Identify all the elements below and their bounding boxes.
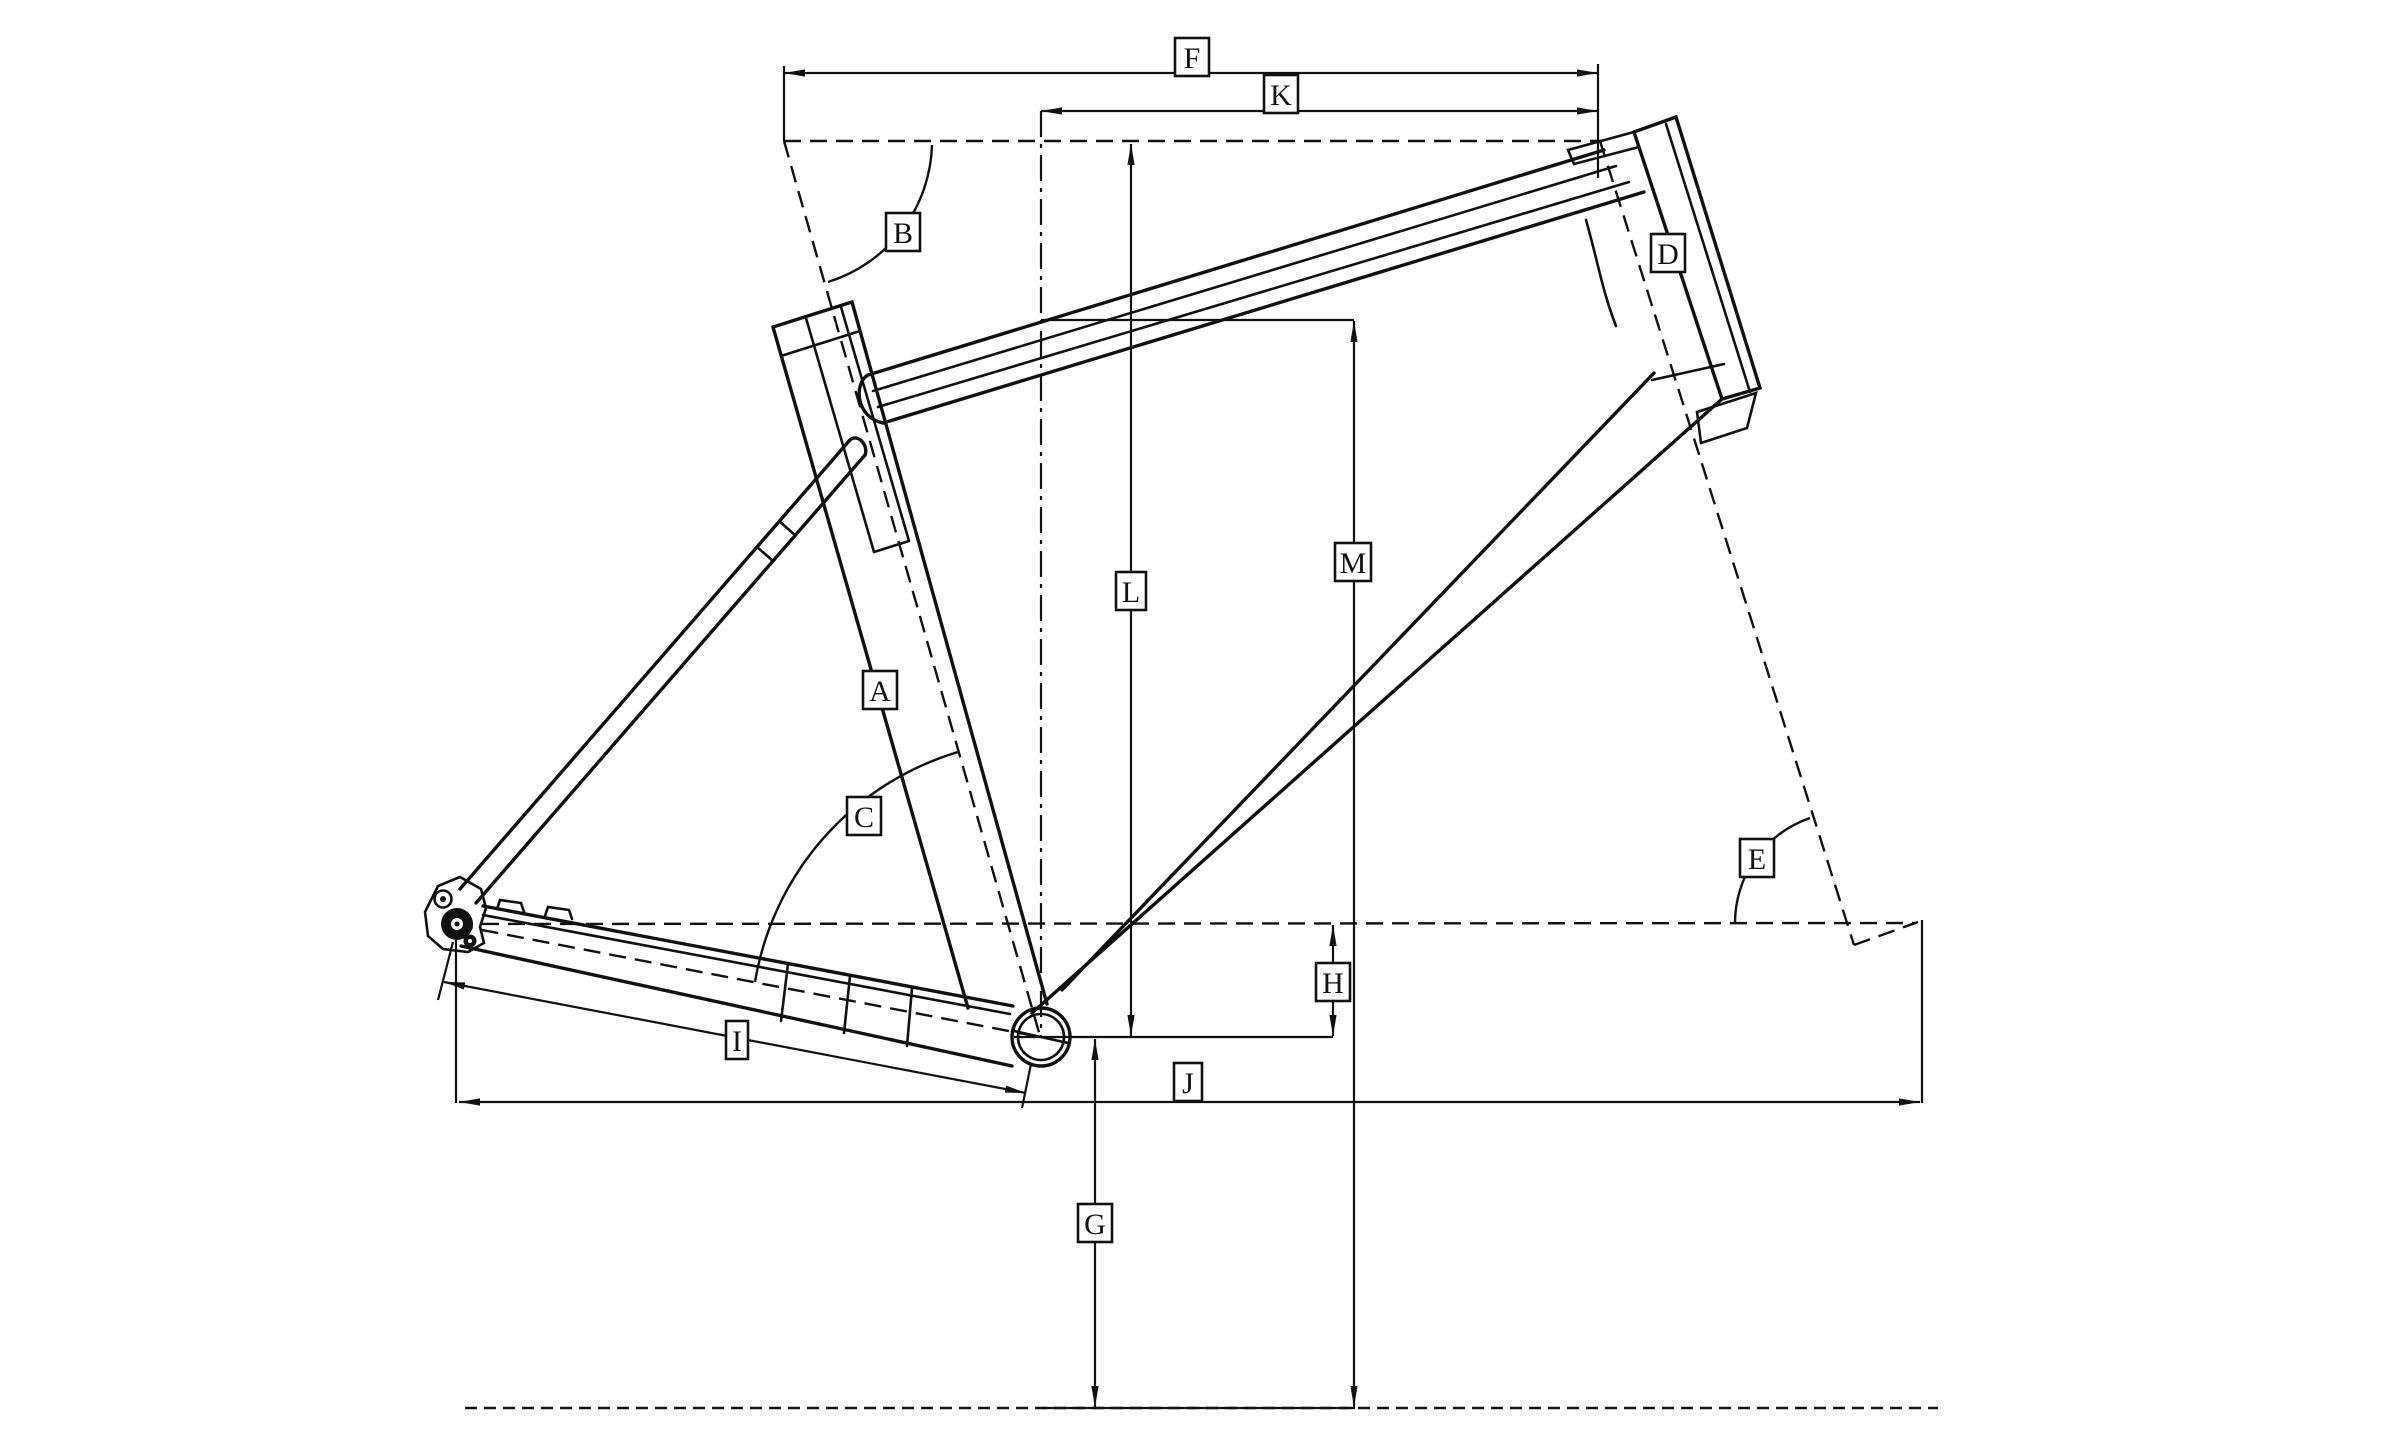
steering-axis-line bbox=[1598, 140, 1856, 946]
label-L-text: L bbox=[1122, 576, 1140, 609]
brake-mount-icon bbox=[433, 889, 453, 909]
bb-crosshair bbox=[1012, 1029, 1070, 1045]
top-tube-inner-line-2 bbox=[876, 180, 1631, 409]
label-A: A bbox=[861, 669, 899, 711]
chainstay-inner-line bbox=[481, 913, 1012, 1016]
chainstay bbox=[459, 898, 1015, 1068]
chainstay-upper-edge bbox=[481, 904, 1015, 1008]
chainstay-seam-2 bbox=[842, 974, 852, 1035]
label-G: G bbox=[1076, 1202, 1114, 1244]
seat-tube-right-wall bbox=[850, 300, 1049, 1006]
angle-arc-C bbox=[753, 750, 959, 983]
label-C: C bbox=[845, 795, 883, 837]
down-tube-junction-line bbox=[1650, 362, 1726, 382]
label-F: F bbox=[1173, 36, 1211, 78]
seat-post-left-wall bbox=[804, 316, 876, 554]
label-J-text: J bbox=[1182, 1067, 1194, 1100]
label-B-text: B bbox=[893, 217, 913, 250]
construction-lines bbox=[455, 111, 1938, 1410]
chainstay-seam-1 bbox=[779, 962, 790, 1023]
seat-stay bbox=[458, 436, 868, 905]
seat-stay-lower-edge bbox=[474, 453, 867, 905]
seat-stay-upper-edge bbox=[458, 439, 851, 891]
down-tube bbox=[1030, 371, 1724, 1015]
axle-level-line bbox=[455, 921, 1916, 926]
top-tube-upper-edge bbox=[866, 148, 1606, 377]
fork-crown bbox=[1695, 391, 1758, 445]
cable-guide-tab-1 bbox=[495, 898, 526, 914]
seat-post-end bbox=[872, 539, 911, 554]
label-I-text: I bbox=[732, 1025, 742, 1058]
seat-post-right-wall bbox=[839, 305, 911, 543]
label-H: H bbox=[1314, 961, 1352, 1003]
top-tube-inner-line-1 bbox=[871, 164, 1618, 393]
head-tube-body bbox=[1631, 114, 1763, 402]
label-D-text: D bbox=[1657, 238, 1679, 271]
seat-tube-left-wall bbox=[771, 325, 970, 1010]
label-E: E bbox=[1738, 837, 1776, 879]
down-tube-upper-edge bbox=[1060, 371, 1656, 992]
ext-chainstay-rear bbox=[436, 941, 455, 1001]
brake-mount-dot bbox=[440, 896, 446, 902]
label-J: J bbox=[1172, 1061, 1204, 1103]
seat-tube-axis-line bbox=[782, 140, 1042, 1037]
label-G-text: G bbox=[1084, 1208, 1106, 1241]
label-A-text: A bbox=[869, 675, 891, 708]
down-tube-lower-edge bbox=[1030, 397, 1724, 1015]
cable-guide-tab-2 bbox=[543, 905, 574, 921]
head-tube-inner-line bbox=[1664, 122, 1752, 394]
seat-tube-top-cap bbox=[771, 300, 854, 329]
dimension-lines bbox=[436, 64, 1924, 1407]
headset-top-cap bbox=[1566, 130, 1641, 166]
head-tube bbox=[1566, 114, 1763, 445]
dropout-plate bbox=[423, 875, 488, 954]
rear-dropout bbox=[423, 875, 488, 954]
top-tube-seat-end-cap bbox=[857, 373, 885, 425]
seat-stay-top-cap bbox=[847, 436, 868, 457]
label-I: I bbox=[724, 1019, 750, 1061]
label-L: L bbox=[1114, 570, 1148, 612]
seat-stay-seam-2 bbox=[755, 545, 775, 563]
label-M-text: M bbox=[1340, 547, 1367, 580]
dimension-labels: A B C D E F G H I J K L M bbox=[724, 36, 1776, 1244]
rear-axle-dot bbox=[454, 921, 460, 927]
top-tube-lower-edge bbox=[881, 190, 1646, 425]
top-tube bbox=[857, 148, 1646, 425]
label-B: B bbox=[884, 211, 922, 253]
label-C-text: C bbox=[854, 801, 874, 834]
seat-stay-seam-1 bbox=[777, 519, 797, 537]
label-H-text: H bbox=[1322, 967, 1344, 1000]
ext-chainstay-front bbox=[1020, 1063, 1033, 1109]
label-K: K bbox=[1262, 73, 1300, 115]
hanger-bolt-center bbox=[468, 939, 472, 943]
chainstay-lower-edge bbox=[459, 944, 1014, 1068]
bb-shell-outer bbox=[1010, 1006, 1072, 1068]
frame bbox=[423, 114, 1763, 1068]
fork-corner-dash bbox=[1853, 920, 1919, 947]
label-F-text: F bbox=[1184, 42, 1201, 75]
label-D: D bbox=[1649, 232, 1687, 274]
seat-clamp-collar bbox=[779, 329, 862, 358]
label-M: M bbox=[1333, 541, 1373, 583]
head-tube-left-wall bbox=[1584, 218, 1618, 328]
bottom-bracket bbox=[1010, 1006, 1072, 1068]
bb-shell-inner bbox=[1016, 1012, 1066, 1062]
chainstay-seam-3 bbox=[905, 986, 914, 1048]
label-K-text: K bbox=[1270, 79, 1292, 112]
label-E-text: E bbox=[1748, 843, 1766, 876]
seat-tube bbox=[771, 300, 1049, 1010]
